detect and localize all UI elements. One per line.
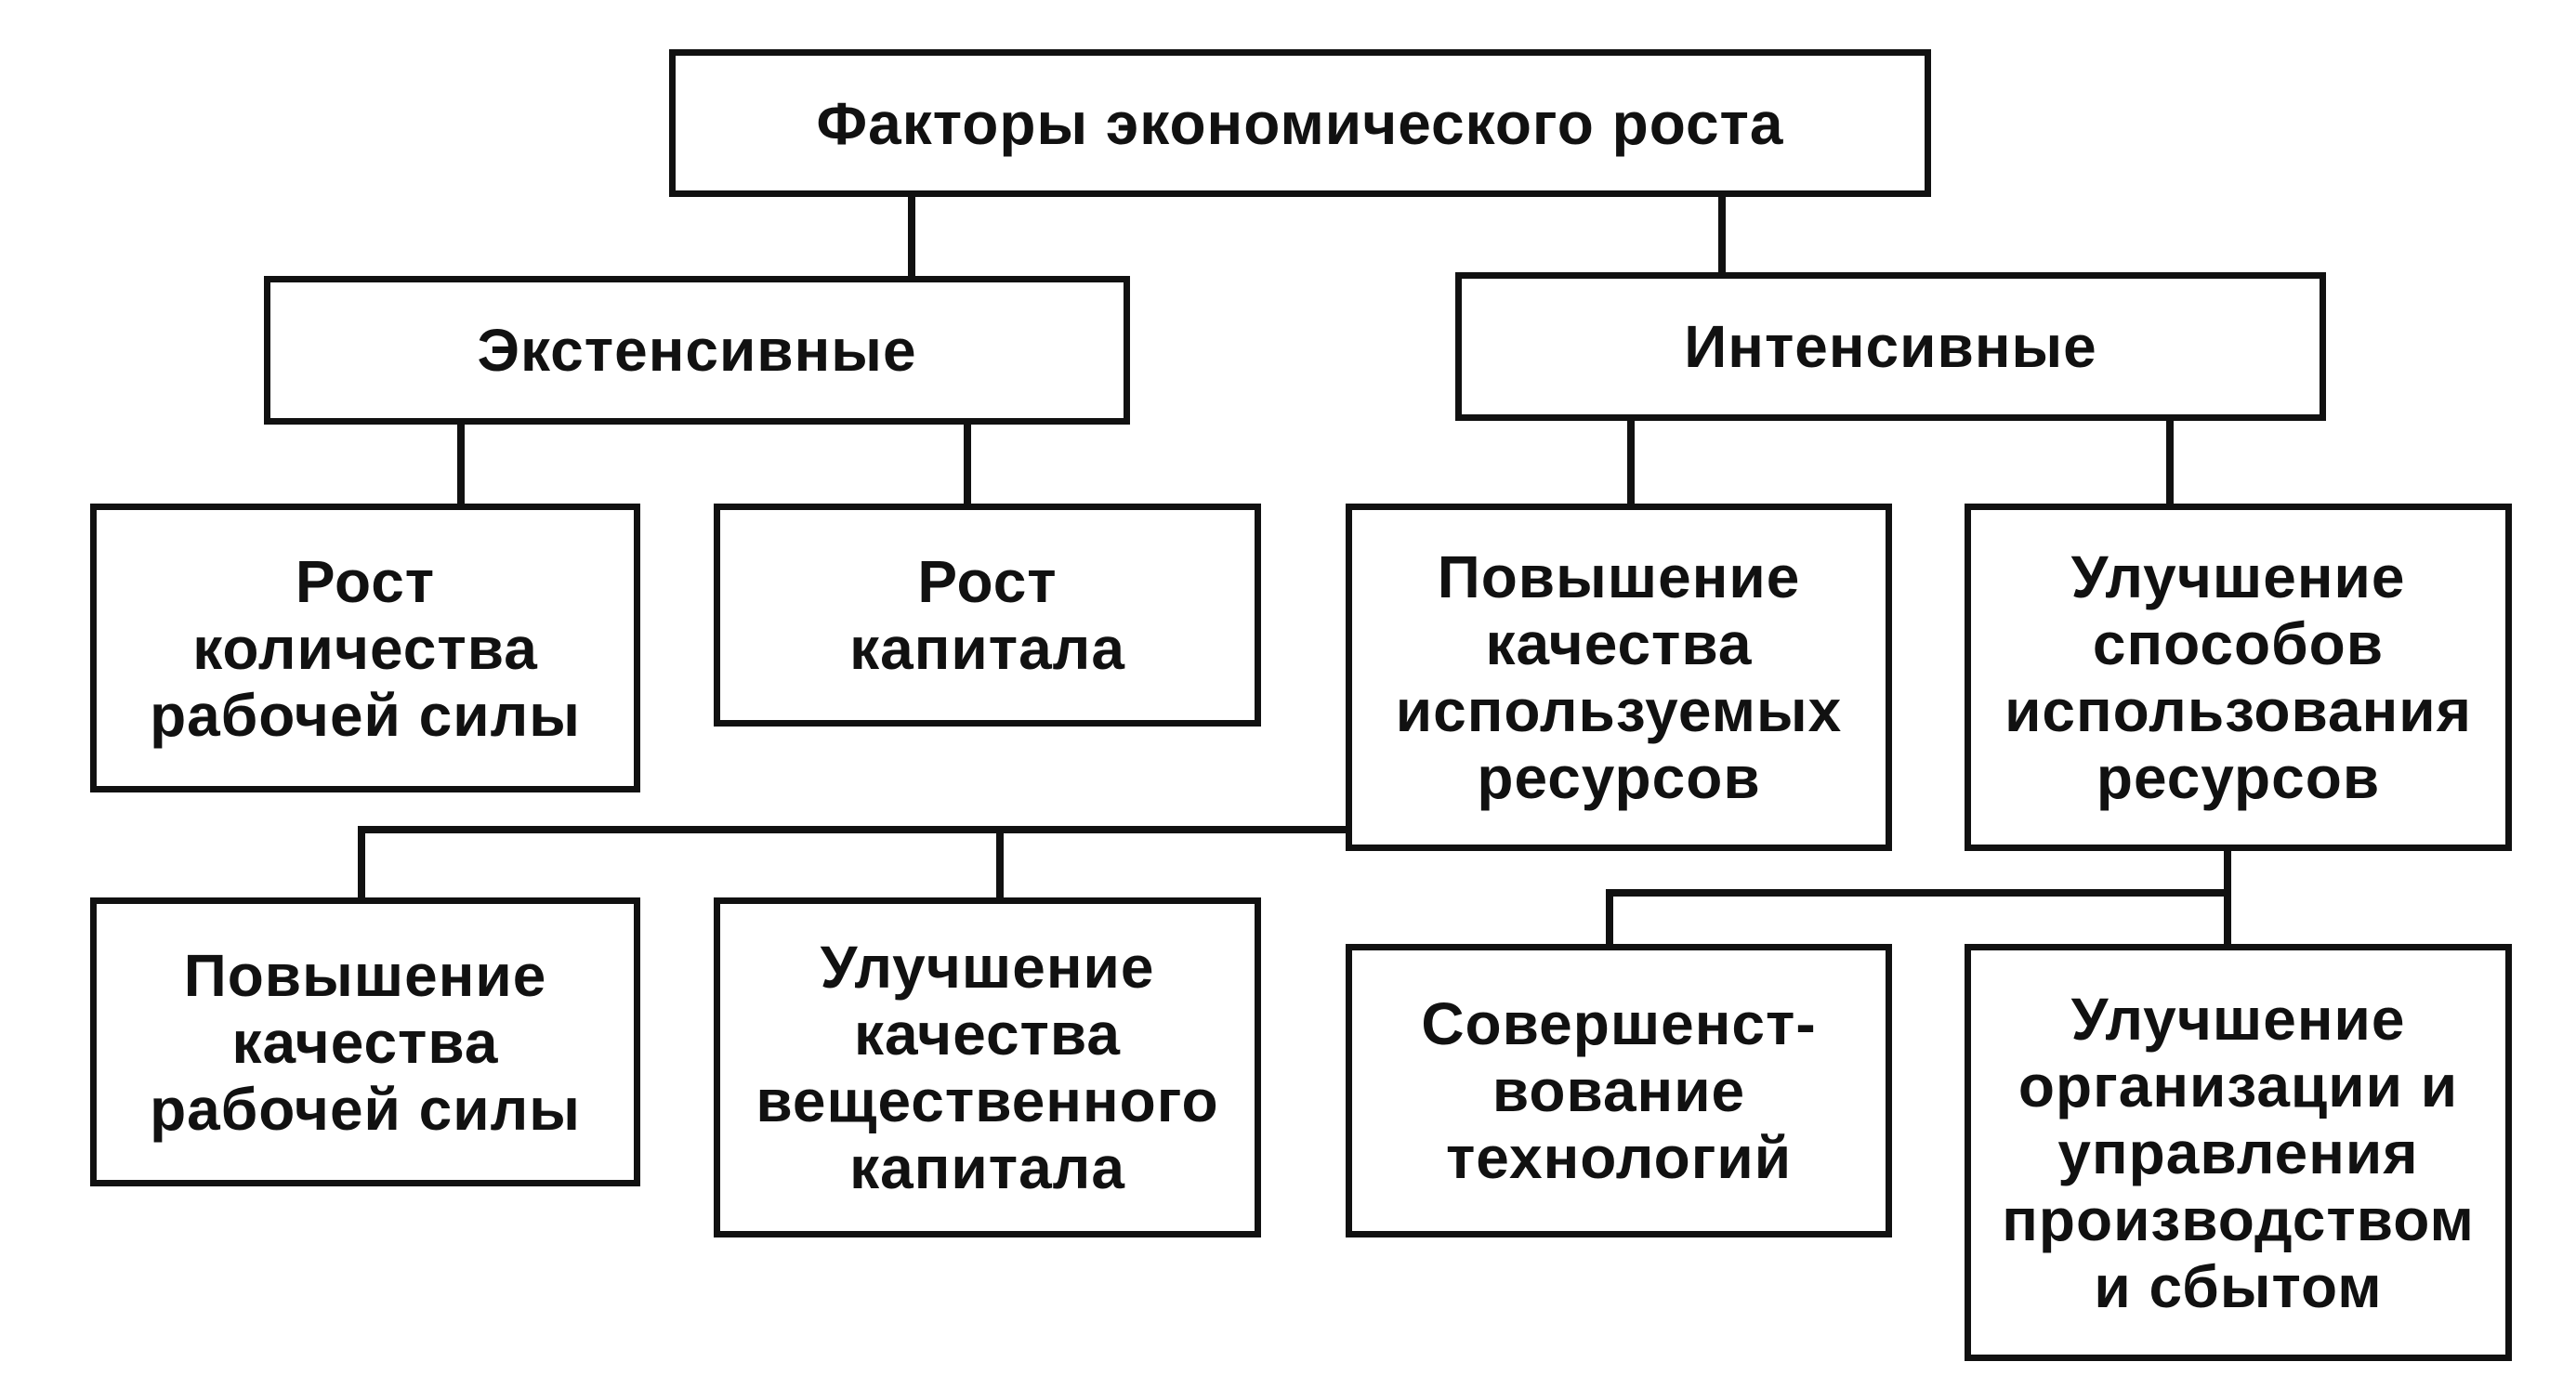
capital-quality-box: Улучшение качества вещественного капитал… [714, 897, 1261, 1237]
extensive-label: Экстенсивные [477, 317, 917, 384]
labor-growth-box: Рост количества рабочей силы [90, 504, 640, 792]
resource-quality-label: Повышение качества используемых ресурсов [1395, 543, 1843, 811]
resource-methods-box: Улучшение способов использования ресурсо… [1965, 504, 2512, 851]
labor-quality-label: Повышение качества рабочей силы [150, 941, 581, 1143]
root-label: Факторы экономического роста [816, 89, 1784, 157]
capital-growth-label: Рост капитала [849, 548, 1125, 682]
technology-box: Совершенст- вование технологий [1346, 944, 1892, 1237]
organization-box: Улучшение организации и управления произ… [1965, 944, 2512, 1361]
connector-resource-methods-bus [1606, 889, 2231, 897]
labor-quality-box: Повышение качества рабочей силы [90, 897, 640, 1186]
connector-extensive-labor-growth [457, 418, 465, 511]
intensive-label: Интенсивные [1684, 313, 2097, 380]
connector-bus-capital-quality [996, 826, 1004, 904]
technology-label: Совершенст- вование технологий [1421, 990, 1817, 1191]
capital-quality-label: Улучшение качества вещественного капитал… [756, 934, 1219, 1201]
connector-extensive-capital-growth [964, 418, 971, 511]
connector-bus-technology [1606, 889, 1613, 950]
connector-bus-labor-quality [358, 826, 365, 904]
extensive-box: Экстенсивные [264, 276, 1130, 425]
capital-growth-box: Рост капитала [714, 504, 1261, 727]
connector-root-extensive [908, 190, 915, 283]
connector-root-intensive [1718, 190, 1726, 280]
labor-growth-label: Рост количества рабочей силы [150, 547, 581, 749]
connector-intensive-resource-quality [1627, 414, 1635, 511]
connector-intensive-resource-methods [2166, 414, 2174, 511]
root-box: Факторы экономического роста [669, 49, 1931, 197]
connector-resource-quality-bus [358, 826, 1352, 833]
organization-label: Улучшение организации и управления произ… [2002, 985, 2475, 1320]
connector-resource-methods-stem [2224, 845, 2231, 950]
resource-quality-box: Повышение качества используемых ресурсов [1346, 504, 1892, 851]
intensive-box: Интенсивные [1455, 272, 2326, 421]
resource-methods-label: Улучшение способов использования ресурсо… [2004, 543, 2472, 811]
